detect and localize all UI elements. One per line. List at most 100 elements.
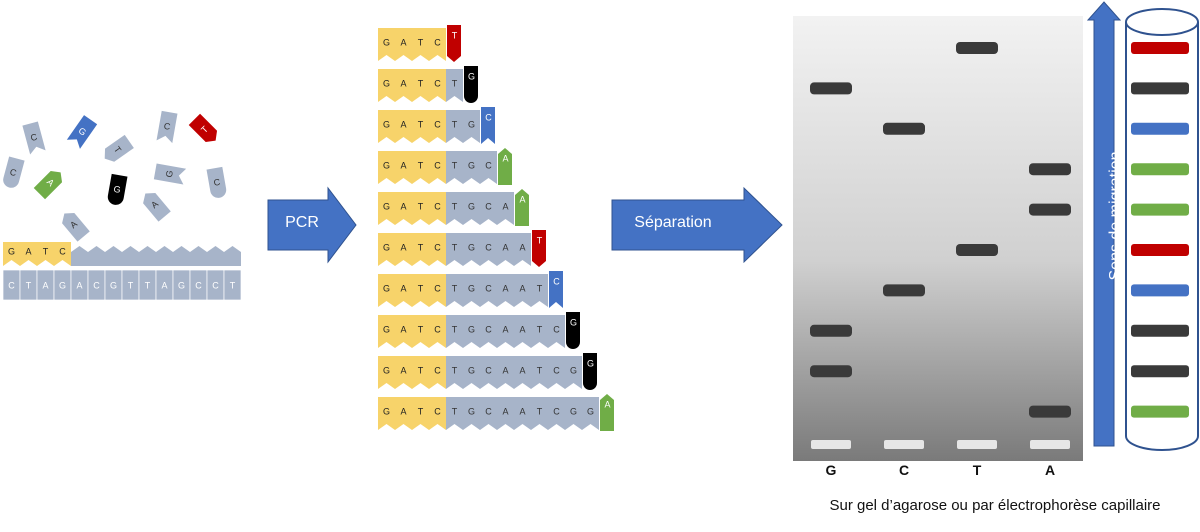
svg-text:A: A (45, 177, 56, 188)
fragment-template-label: C (553, 406, 560, 416)
fragment-template-label: C (485, 201, 492, 211)
fragment-primer-label: G (383, 283, 390, 293)
fragment-template-base (565, 356, 582, 389)
band-t (956, 42, 998, 54)
fragment-primer-base (378, 28, 395, 61)
fragment-primer-base (412, 151, 429, 184)
fragment-primer-label: A (400, 119, 406, 129)
fragment-primer-base (412, 397, 429, 430)
primer-base-label: G (8, 246, 15, 256)
fragment-template-label: C (485, 283, 492, 293)
template-tooth (224, 246, 241, 266)
fragment-primer-base (395, 28, 412, 61)
fragment-template-label: G (468, 119, 475, 129)
fragment-template-base (446, 315, 463, 348)
well-g (811, 440, 851, 449)
template-base-label: C (195, 280, 202, 290)
fragment-primer-label: G (383, 37, 390, 47)
fragment-template-base (463, 192, 480, 225)
fragment-template-base (446, 233, 463, 266)
lane-label-a: A (1044, 462, 1056, 478)
fragment-template-label: A (502, 406, 508, 416)
fragment-primer-base (395, 274, 412, 307)
gel (793, 16, 1083, 461)
fragment-template-label: T (537, 406, 543, 416)
fragment-template-label: T (537, 324, 543, 334)
free-nucleotide: T (188, 113, 218, 143)
fragment-template-label: C (553, 365, 560, 375)
fragment-template-base (446, 397, 463, 430)
fragment-template-label: T (452, 119, 458, 129)
fragment-primer-label: C (434, 119, 441, 129)
fragment-template-base (463, 274, 480, 307)
fragment-primer-base (378, 397, 395, 430)
fragment-template-label: T (537, 365, 543, 375)
fragment-primer-base (429, 192, 446, 225)
fragment-template-base (480, 233, 497, 266)
fragment-template-label: A (519, 365, 525, 375)
fragment-primer-label: A (400, 78, 406, 88)
svg-text:C: C (29, 132, 38, 143)
primer-base (54, 242, 71, 266)
fragment-template-label: T (452, 78, 458, 88)
fragment-primer-base (429, 274, 446, 307)
fragment-primer-base (412, 192, 429, 225)
svg-text:G: G (77, 125, 88, 137)
capillary-band (1131, 284, 1189, 297)
fragment-template-label: T (452, 365, 458, 375)
lane-label-t: T (972, 462, 982, 478)
fragment-terminator-label: G (570, 317, 577, 327)
fragment-template-base (480, 397, 497, 430)
fragment-primer-base (412, 356, 429, 389)
lane-label-c: C (898, 462, 910, 478)
lane-label-g: G (825, 462, 837, 478)
fragment-terminator-label: T (452, 30, 458, 40)
fragment-primer-label: C (434, 283, 441, 293)
fragment-primer-label: T (418, 37, 424, 47)
template-base-label: T (26, 280, 32, 290)
fragment-template-label: A (502, 324, 508, 334)
svg-text:G: G (164, 170, 175, 179)
fragment-template-base (514, 397, 531, 430)
fragment-primer-label: G (383, 324, 390, 334)
free-nucleotide: C (156, 110, 178, 144)
fragment-template-base (531, 356, 548, 389)
fragment-primer-label: G (383, 119, 390, 129)
fragment-template-base (446, 356, 463, 389)
fragment-template-base (531, 315, 548, 348)
pcr-label: PCR (285, 214, 319, 231)
fragment-template-base (463, 151, 480, 184)
well-t (957, 440, 997, 449)
template-base-label: G (110, 280, 117, 290)
migration-label: Sens de migration (1107, 151, 1124, 281)
fragment-primer-base (429, 315, 446, 348)
fragment-terminator (583, 353, 597, 390)
capillary-band (1131, 365, 1189, 378)
band-a (1029, 163, 1071, 176)
fragment-primer-label: T (418, 365, 424, 375)
template-base-label: T (145, 280, 151, 290)
template-base-label: T (230, 280, 236, 290)
fragment-template-label: T (452, 201, 458, 211)
svg-text:C: C (163, 121, 172, 132)
fragment-template-base (531, 274, 548, 307)
fragment-template-base (446, 110, 463, 143)
fragment-terminator-label: G (468, 71, 475, 81)
fragment-template-base (514, 356, 531, 389)
fragment-template-base (446, 274, 463, 307)
free-nucleotide: A (62, 212, 90, 242)
fragment-primer-base (395, 151, 412, 184)
fragment-template-label: T (452, 324, 458, 334)
fragment-template-label: G (468, 242, 475, 252)
fragment-primer-label: A (400, 324, 406, 334)
fragment-terminator-label: C (553, 276, 560, 286)
fragment-terminator (498, 148, 512, 185)
fragment-template-label: G (468, 324, 475, 334)
fragment-template-base (514, 274, 531, 307)
